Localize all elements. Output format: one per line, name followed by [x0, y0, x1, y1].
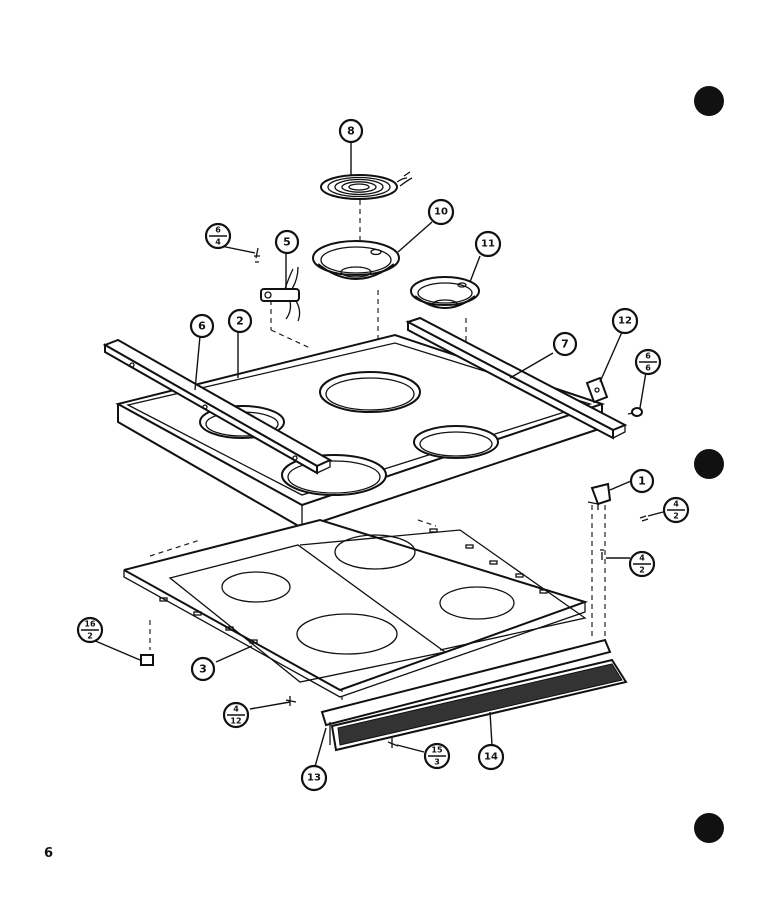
svg-text:12: 12	[618, 316, 632, 327]
svg-text:4: 4	[673, 500, 679, 509]
punch-hole-top	[694, 86, 724, 116]
svg-text:8: 8	[347, 125, 355, 138]
drip-bowl-large	[312, 240, 400, 280]
callout-12: 12	[611, 307, 639, 335]
callout-14: 14	[477, 743, 505, 771]
svg-text:6: 6	[215, 226, 221, 235]
svg-text:2: 2	[639, 566, 645, 575]
svg-text:7: 7	[561, 338, 569, 351]
callout-7: 7	[552, 331, 578, 357]
element-receptacle	[254, 247, 301, 322]
callout-leader-lines	[92, 142, 664, 771]
callout-3: 3	[190, 656, 216, 682]
page-number: 6	[44, 846, 54, 861]
drip-bowl-small	[410, 276, 480, 309]
svg-text:6: 6	[645, 352, 651, 361]
fraction-callout-4-2-upper: 4 2	[662, 496, 690, 524]
front-vent-trim	[330, 658, 628, 752]
punch-hole-middle	[694, 449, 724, 479]
front-panel-strip	[320, 638, 612, 745]
svg-text:6: 6	[645, 364, 651, 373]
svg-text:14: 14	[484, 752, 498, 763]
svg-text:3: 3	[434, 758, 440, 767]
svg-text:11: 11	[481, 239, 495, 250]
svg-text:4: 4	[639, 554, 645, 563]
punch-hole-bottom	[694, 813, 724, 843]
callout-8: 8	[338, 118, 364, 144]
cooktop-main-top	[115, 333, 606, 529]
fraction-callout-4-12: 4 12	[222, 701, 250, 729]
svg-text:5: 5	[283, 236, 291, 249]
svg-text:2: 2	[87, 632, 93, 641]
surface-element-coil	[320, 171, 413, 200]
callout-13: 13	[300, 764, 328, 792]
fraction-callout-16-2: 16 2	[76, 616, 104, 644]
svg-text:2: 2	[673, 512, 679, 521]
mounting-bracket	[585, 376, 643, 417]
callout-1: 1	[629, 468, 655, 494]
svg-text:4: 4	[215, 238, 221, 247]
svg-text:15: 15	[431, 746, 443, 755]
callout-11: 11	[474, 230, 502, 258]
callout-5: 5	[274, 229, 300, 255]
svg-text:2: 2	[236, 315, 244, 328]
burner-box	[123, 518, 589, 698]
callout-2: 2	[227, 308, 253, 334]
svg-text:1: 1	[638, 475, 646, 488]
screw-hardware	[140, 654, 399, 748]
fraction-callout-6-6: 6 6	[634, 348, 662, 376]
side-trim-left	[102, 338, 333, 475]
svg-text:16: 16	[84, 620, 96, 629]
callout-10: 10	[427, 198, 455, 226]
svg-text:13: 13	[307, 773, 321, 784]
svg-text:12: 12	[230, 717, 241, 726]
svg-text:4: 4	[233, 705, 239, 714]
fraction-callout-15-3: 15 3	[423, 742, 451, 770]
callout-6: 6	[189, 313, 215, 339]
svg-text:10: 10	[434, 207, 448, 218]
fraction-callout-6-4: 6 4	[204, 222, 232, 250]
fraction-callout-4-2-lower: 4 2	[628, 550, 656, 578]
svg-text:6: 6	[198, 320, 206, 333]
retaining-clip	[587, 482, 649, 560]
svg-text:3: 3	[199, 663, 207, 676]
